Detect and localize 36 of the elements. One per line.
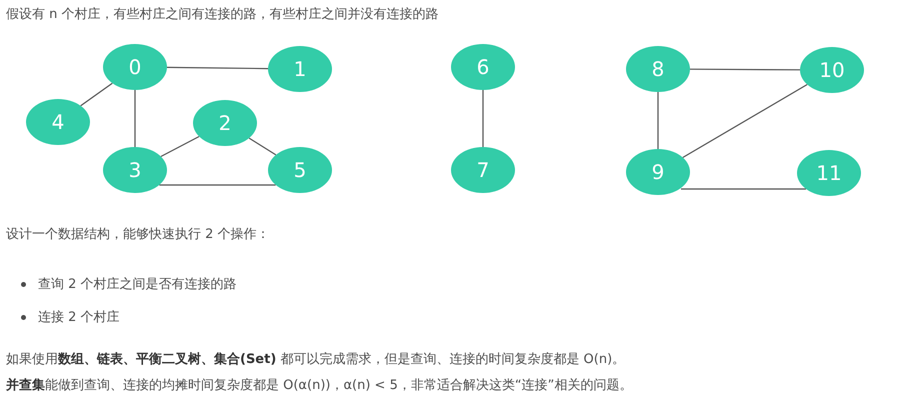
node-label: 1 [294, 59, 306, 79]
node-label: 2 [218, 113, 232, 133]
connector-line [681, 188, 806, 190]
connector-line [682, 84, 808, 158]
paragraph-text: 并查集能做到查询、连接的均摊时间复杂度都是 O(α(n))，α(n) < 5，非常适合解决这类“连接”相关的问题。 [6, 376, 632, 394]
village-node [626, 149, 690, 195]
connector-line [167, 66, 268, 70]
node-label: 9 [652, 162, 664, 182]
node-label: 5 [294, 160, 306, 180]
village-node [26, 99, 90, 145]
list-item-text: 连接 2 个村庄 [38, 309, 120, 326]
paragraph-text: 设计一个数据结构，能够快速执行 2 个操作： [6, 226, 270, 243]
node-label: 10 [819, 60, 845, 80]
connector-line [80, 82, 113, 106]
node-label: 11 [816, 163, 842, 183]
village-node [103, 44, 167, 90]
connector-line [482, 90, 484, 147]
list-item-text: 查询 2 个村庄之间是否有连接的路 [38, 276, 237, 293]
connector-line [134, 90, 136, 147]
connector-line [160, 136, 200, 158]
node-label: 0 [128, 57, 142, 77]
node-label: 7 [476, 160, 490, 180]
connector-line [690, 68, 800, 70]
village-node [193, 100, 257, 146]
node-label: 8 [652, 59, 664, 79]
connector-line [159, 184, 276, 186]
connector-line [657, 92, 659, 149]
node-label: 6 [476, 57, 490, 77]
paragraph-text: 如果使用数组、链表、平衡二叉树、集合(Set) 都可以完成需求，但是查询、连接的时间复杂度都是 O(n)。 [6, 351, 626, 368]
node-label: 3 [128, 160, 142, 180]
village-node [268, 147, 332, 193]
node-label: 4 [52, 112, 64, 132]
village-node [103, 147, 167, 193]
connector-line [248, 138, 276, 156]
heading-text: 假设有 n 个村庄，有些村庄之间有连接的路，有些村庄之间并没有连接的路 [6, 6, 439, 23]
village-node [800, 47, 864, 93]
